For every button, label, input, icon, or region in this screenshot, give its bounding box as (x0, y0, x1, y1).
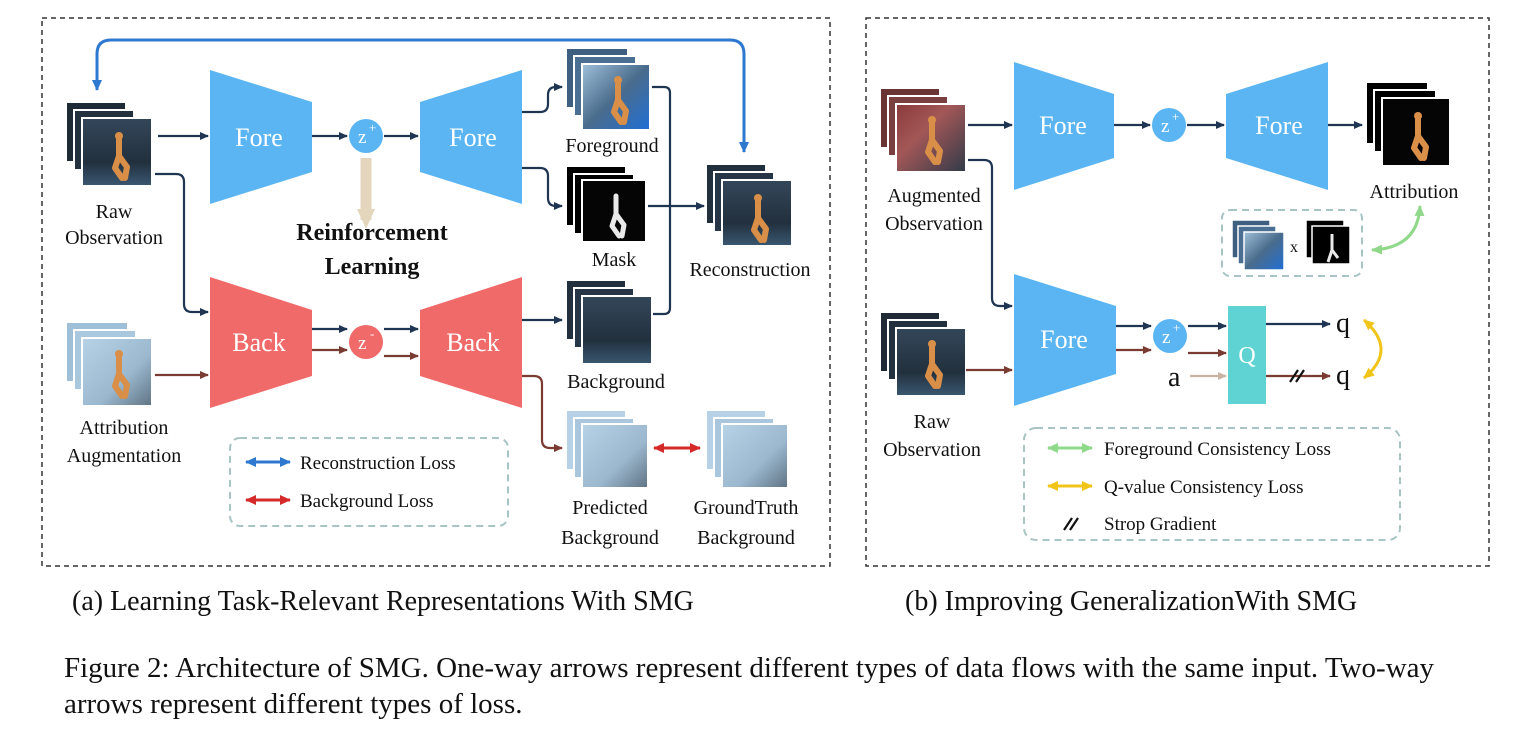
predicted-background-label-2: Background (561, 527, 659, 549)
z-plus-label-b-top: z (1161, 116, 1169, 137)
attribution-augmentation-image-stack (65, 321, 153, 407)
background-label: Background (567, 371, 665, 393)
augmented-observation-label-1: Augmented (887, 185, 980, 207)
raw-observation-image-stack (65, 101, 153, 187)
fore-encoder-b-bottom-label: Fore (1040, 325, 1088, 354)
attribution-label: Attribution (1370, 181, 1459, 203)
mask-label: Mask (592, 249, 636, 271)
z-plus-sup-a: + (369, 120, 376, 135)
subcaption-b: (b) Improving GeneralizationWith SMG (905, 586, 1358, 617)
q-value-consistency-loss-arrow (1363, 318, 1383, 380)
fore-decoder-b-top (1226, 62, 1328, 190)
reconstruction-image-stack (705, 163, 793, 247)
product-mask-thumb (1305, 219, 1351, 265)
groundtruth-background-label-1: GroundTruth (694, 497, 799, 519)
foreground-mask-product-box (1221, 209, 1363, 277)
legend-b-box (1023, 427, 1401, 541)
panel-a-brown-arrows (155, 346, 563, 452)
raw-observation-b-label-2: Observation (883, 439, 981, 461)
raw-observation-label-a2: Observation (65, 227, 163, 249)
background-image-stack (565, 279, 653, 365)
q-output-top: q (1336, 308, 1350, 339)
legend-q-consistency: Q-value Consistency Loss (1104, 477, 1303, 498)
reconstruction-loss-arrow (92, 38, 749, 153)
panel-a-navy-arrows (155, 83, 705, 333)
z-plus-label-a: z (358, 127, 366, 148)
q-block-label: Q (1238, 343, 1255, 369)
fore-decoder-b-top-label: Fore (1255, 111, 1303, 140)
fore-encoder-b-top-label: Fore (1039, 111, 1087, 140)
fore-decoder-a-label: Fore (449, 123, 497, 152)
foreground-label: Foreground (565, 135, 658, 157)
z-plus-sup-b-bottom: + (1173, 320, 1180, 335)
raw-observation-label-a1: Raw (96, 201, 133, 223)
panel-a-frame (41, 17, 831, 567)
stop-gradient-mark (1289, 369, 1305, 383)
legend-foreground-consistency: Foreground Consistency Loss (1104, 439, 1331, 460)
architecture-figure: Raw Observation Attribution Augmentation… (41, 17, 1490, 567)
z-plus-node-b-bottom (1153, 319, 1187, 353)
z-minus-sup-a: - (370, 326, 374, 341)
legend-stop-gradient-mark (1063, 517, 1079, 531)
z-plus-label-b-bottom: z (1162, 327, 1170, 348)
action-input: a (1168, 362, 1181, 393)
fore-encoder-a (210, 70, 312, 204)
back-encoder-a (210, 277, 312, 408)
legend-reconstruction-loss: Reconstruction Loss (300, 453, 456, 474)
attribution-image-stack (1365, 81, 1451, 167)
z-plus-node-b-top (1152, 108, 1186, 142)
legend-stop-gradient: Strop Gradient (1104, 514, 1217, 535)
q-output-bottom: q (1336, 360, 1350, 391)
legend-a-box (229, 437, 509, 527)
raw-observation-b-image-stack (879, 311, 967, 397)
back-decoder-a-label: Back (446, 328, 499, 357)
fore-decoder-a (420, 70, 522, 204)
z-plus-sup-b-top: + (1172, 109, 1179, 124)
panel-b-navy-arrows (968, 121, 1363, 330)
rl-label-1: Reinforcement (296, 220, 448, 246)
panel-b-brown-arrows (966, 346, 1331, 380)
fore-encoder-a-label: Fore (235, 123, 283, 152)
fore-encoder-b-bottom (1014, 274, 1116, 406)
predicted-background-label-1: Predicted (572, 497, 648, 519)
mask-image-stack (565, 165, 647, 243)
z-minus-node-a (349, 325, 383, 359)
augmented-observation-image-stack (879, 87, 967, 173)
attribution-augmentation-label-2: Augmentation (67, 445, 181, 467)
legend-background-loss: Background Loss (300, 491, 434, 512)
times-symbol: x (1290, 239, 1298, 256)
groundtruth-background-image-stack (705, 409, 789, 489)
foreground-image-stack (565, 47, 651, 131)
reconstruction-label: Reconstruction (689, 259, 810, 281)
figure-caption: Figure 2: Architecture of SMG. One-way a… (64, 652, 1435, 720)
back-encoder-a-label: Back (232, 328, 285, 357)
back-decoder-a (420, 277, 522, 408)
raw-observation-b-label-1: Raw (914, 411, 951, 433)
rl-label-2: Learning (325, 254, 420, 280)
z-plus-node-a (349, 119, 383, 153)
q-network-block (1228, 306, 1266, 404)
subcaption-a: (a) Learning Task-Relevant Representatio… (72, 586, 694, 617)
foreground-consistency-loss-arrow (1371, 205, 1425, 255)
fore-encoder-b-top (1014, 62, 1114, 190)
groundtruth-background-label-2: Background (697, 527, 795, 549)
product-foreground-thumb (1231, 219, 1285, 271)
z-minus-label-a: z (358, 333, 366, 354)
augmented-observation-label-2: Observation (885, 213, 983, 235)
attribution-augmentation-label-1: Attribution (80, 417, 169, 439)
predicted-background-image-stack (565, 409, 649, 489)
